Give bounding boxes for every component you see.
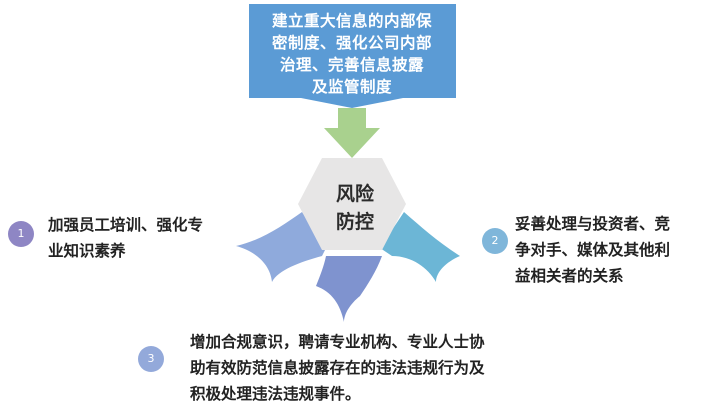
item-line: 妥善处理与投资者、竞: [515, 215, 671, 233]
top-callout-box: [249, 4, 456, 108]
blade-bottom: [316, 256, 382, 322]
top-box-line: 建立重大信息的内部保: [271, 12, 432, 30]
item-badge-2: 2: [482, 228, 508, 254]
top-box-line: 治理、完善信息披露: [279, 56, 424, 74]
top-box-line: 密制度、强化公司内部: [271, 34, 432, 52]
hub-label: 风险 防控: [324, 180, 386, 236]
hub-hexagon: [298, 158, 406, 250]
item-line: 争对手、媒体及其他利: [515, 241, 671, 259]
item-text-3: 增加合规意识，聘请专业机构、专业人士协 助有效防范信息披露存在的违法违规行为及 …: [190, 329, 560, 407]
item-line: 益相关者的关系: [515, 267, 624, 285]
hub-line: 风险: [335, 183, 374, 205]
item-text-1: 加强员工培训、强化专 业知识素养: [48, 212, 253, 264]
down-arrow-icon: [324, 108, 380, 158]
hub-line: 防控: [335, 211, 374, 233]
top-box-text: 建立重大信息的内部保 密制度、强化公司内部 治理、完善信息披露 及监管制度: [252, 10, 452, 98]
item-line: 加强员工培训、强化专: [48, 216, 204, 234]
blade-left: [236, 212, 326, 282]
item-line: 积极处理违法违规事件。: [190, 385, 361, 403]
item-line: 增加合规意识，聘请专业机构、专业人士协: [190, 333, 485, 351]
item-line: 业知识素养: [48, 242, 126, 260]
item-badge-3: 3: [138, 346, 164, 372]
blade-right: [380, 212, 460, 282]
item-badge-1: 1: [8, 221, 34, 247]
item-text-2: 妥善处理与投资者、竞 争对手、媒体及其他利 益相关者的关系: [515, 211, 700, 289]
item-line: 助有效防范信息披露存在的违法违规行为及: [190, 359, 485, 377]
top-box-line: 及监管制度: [311, 78, 392, 96]
